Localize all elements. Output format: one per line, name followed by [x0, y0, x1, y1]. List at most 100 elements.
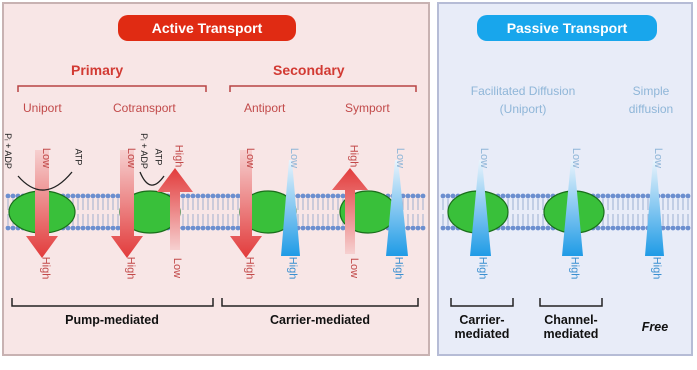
simple-line1: Simple: [632, 84, 670, 98]
lipid-head: [310, 225, 316, 231]
bracket-pump: [11, 298, 214, 307]
lipid-head: [605, 225, 611, 231]
lipid-head: [330, 225, 336, 231]
lipid-head: [185, 193, 191, 199]
arrow-cotransport-down: [111, 150, 143, 258]
lipid-head: [540, 225, 546, 231]
lipid-head: [95, 193, 101, 199]
lipid-head: [665, 193, 671, 199]
lipid-head: [600, 225, 606, 231]
passive-transport-title: Passive Transport: [477, 15, 657, 41]
lipid-head: [660, 193, 666, 199]
lipid-head: [405, 193, 411, 199]
carrier-mediated-label: Carrier-mediated: [269, 313, 371, 327]
lipid-head: [305, 225, 311, 231]
cotransport-high-label: High: [124, 256, 137, 280]
lipid-head: [615, 225, 621, 231]
lipid-head: [105, 193, 111, 199]
lipid-head: [520, 193, 526, 199]
carrier-line2: mediated: [454, 327, 510, 341]
lipid-head: [320, 225, 326, 231]
uniport-atp-label: ATP: [73, 148, 84, 166]
lipid-head: [535, 193, 541, 199]
lipid-head: [450, 193, 456, 199]
lipid-head: [90, 193, 96, 199]
lipid-head: [90, 225, 96, 231]
carrier-mediated-passive-label: Carrier- mediated: [446, 313, 518, 341]
facilitated-diffusion-label: Facilitated Diffusion (Uniport): [458, 84, 588, 116]
lipid-head: [315, 193, 321, 199]
lipid-head: [95, 225, 101, 231]
lipid-head: [185, 225, 191, 231]
symport-low-label: Low: [348, 257, 361, 279]
lipid-head: [70, 193, 76, 199]
lipid-head: [315, 225, 321, 231]
lipid-head: [665, 225, 671, 231]
lipid-head: [205, 225, 211, 231]
facilitated-line1: Facilitated Diffusion: [470, 84, 576, 98]
lipid-head: [440, 193, 446, 199]
cotransport-up-low-label: Low: [171, 257, 184, 279]
lipid-head: [535, 225, 541, 231]
arrow-symport-up: [332, 168, 368, 254]
lipid-head: [80, 193, 86, 199]
arrow-channel-blue: [562, 160, 583, 256]
channel-high-label: High: [568, 256, 581, 280]
symport-blue-high-label: High: [392, 256, 405, 280]
lipid-head: [180, 225, 186, 231]
arrow-carrier-blue: [470, 160, 491, 256]
lipid-head: [595, 193, 601, 199]
primary-heading: Primary: [71, 62, 124, 78]
lipid-head: [85, 225, 91, 231]
lipid-head: [195, 193, 201, 199]
lipid-head: [615, 193, 621, 199]
lipid-head: [610, 225, 616, 231]
bracket-channel: [539, 298, 603, 307]
arrow-antiport-blue: [281, 160, 300, 256]
lipid-head: [230, 225, 236, 231]
cotransport-low-label: Low: [125, 147, 138, 169]
lipid-head: [335, 193, 341, 199]
lipid-head: [670, 225, 676, 231]
lipid-head: [440, 225, 446, 231]
lipid-head: [445, 225, 451, 231]
lipid-head: [605, 193, 611, 199]
lipid-head: [545, 225, 551, 231]
uniport-label: Uniport: [23, 101, 62, 115]
lipid-head: [200, 225, 206, 231]
secondary-heading: Secondary: [273, 62, 345, 78]
lipid-head: [545, 193, 551, 199]
symport-label: Symport: [345, 101, 390, 115]
lipid-head: [180, 193, 186, 199]
lipid-head: [75, 193, 81, 199]
lipid-head: [630, 193, 636, 199]
lipid-head: [310, 193, 316, 199]
lipid-head: [235, 193, 241, 199]
pump-mediated-label: Pump-mediated: [65, 313, 159, 327]
lipid-head: [675, 225, 681, 231]
lipid-head: [65, 225, 71, 231]
lipid-head: [80, 225, 86, 231]
channel-line1: Channel-: [544, 313, 598, 327]
cotransport-label: Cotransport: [113, 101, 176, 115]
lipid-head: [10, 225, 16, 231]
lipid-head: [515, 225, 521, 231]
symport-high-label: High: [347, 144, 360, 168]
lipid-head: [415, 225, 421, 231]
channel-mediated-label: Channel- mediated: [535, 313, 607, 341]
lipid-head: [405, 225, 411, 231]
lipid-head: [330, 193, 336, 199]
lipid-head: [530, 193, 536, 199]
lipid-head: [230, 193, 236, 199]
lipid-head: [340, 193, 346, 199]
lipid-head: [630, 225, 636, 231]
lipid-head: [640, 225, 646, 231]
arrow-symport-blue: [386, 160, 408, 256]
carrier-high-label: High: [476, 256, 489, 280]
channel-low-label: Low: [570, 147, 583, 169]
lipid-head: [625, 193, 631, 199]
antiport-blue-low-label: Low: [288, 147, 301, 169]
lipid-head: [500, 193, 506, 199]
lipid-head: [110, 225, 116, 231]
lipid-head: [620, 193, 626, 199]
